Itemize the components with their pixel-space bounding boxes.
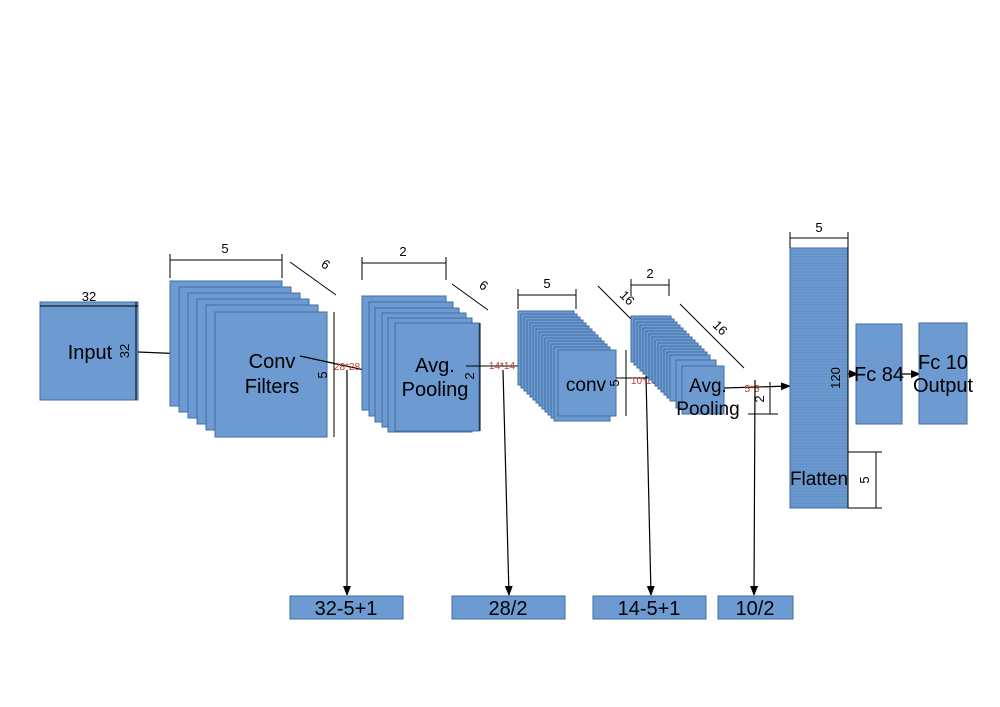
conv-depth-dimension xyxy=(289,261,337,296)
feature-size-2: 14*14 xyxy=(489,361,516,372)
flatten-width-label: 5 xyxy=(815,220,822,235)
formula-2-arrow xyxy=(502,369,513,596)
conv-label-line1: Conv xyxy=(249,351,296,373)
formula-box-3: 14-5+1 xyxy=(592,595,707,620)
formula-box-2: 28/2 xyxy=(451,595,566,620)
fc10-label-line2: Output xyxy=(913,375,973,397)
formula-1-text: 32-5+1 xyxy=(315,598,378,620)
pool1-label-line1: Avg. xyxy=(415,355,455,377)
conv-height-label: 5 xyxy=(315,371,330,378)
pool1-label-line2: Pooling xyxy=(402,379,469,401)
feature-size-3: 10*10 xyxy=(631,376,658,387)
fc10-label-line1: Fc 10 xyxy=(918,352,968,374)
conv2-stack xyxy=(517,310,617,422)
pool2-label-line2: Pooling xyxy=(676,399,739,420)
flatten-slice-lines xyxy=(790,250,848,507)
formula-box-4: 10/2 xyxy=(717,595,794,620)
formula-box-1: 32-5+1 xyxy=(289,595,404,620)
flatten-depth-label: 120 xyxy=(828,367,843,389)
conv2-depth-label: 16 xyxy=(617,287,638,308)
pool2-depth-dimension xyxy=(679,303,745,369)
pool2-height-label: 2 xyxy=(752,395,767,402)
input-block xyxy=(39,301,139,401)
pool1-depth-dimension xyxy=(451,283,489,311)
formula-3-text: 14-5+1 xyxy=(618,598,681,620)
feature-size-4: 5*5 xyxy=(744,384,759,395)
avg-pooling-1-stack xyxy=(361,295,480,433)
pool2-width-label: 2 xyxy=(646,266,653,281)
flatten-label: Flatten xyxy=(790,469,848,490)
fc10-output-block xyxy=(918,322,968,425)
conv2-label: conv xyxy=(566,375,607,396)
pool1-width-label: 2 xyxy=(399,244,406,259)
conv-width-label: 5 xyxy=(221,241,228,256)
conv-depth-label: 6 xyxy=(318,256,333,272)
input-label: Input xyxy=(68,342,113,364)
formula-2-text: 28/2 xyxy=(489,598,528,620)
input-width-label: 32 xyxy=(82,289,96,304)
pool2-label-line1: Avg. xyxy=(689,376,727,397)
fc84-block xyxy=(855,323,903,425)
flatten-stack xyxy=(789,247,849,509)
avg-pooling-2-stack xyxy=(630,315,725,415)
formula-3-arrow xyxy=(645,375,655,596)
flatten-height-label: 5 xyxy=(857,476,872,483)
pool2-to-flatten-arrow xyxy=(723,382,791,391)
conv-label-line2: Filters xyxy=(245,376,299,398)
fc84-label: Fc 84 xyxy=(854,364,904,386)
feature-size-1: 28*28 xyxy=(334,362,361,373)
pool1-depth-label: 6 xyxy=(476,277,491,293)
pool1-height-label: 2 xyxy=(462,372,477,379)
conv-filters-stack xyxy=(169,280,328,438)
conv2-width-label: 5 xyxy=(543,276,550,291)
pool2-depth-label: 16 xyxy=(710,317,731,338)
input-height-label: 32 xyxy=(117,344,132,358)
formula-4-text: 10/2 xyxy=(736,598,775,620)
formula-4-arrow xyxy=(750,379,759,596)
conv2-height-label: 5 xyxy=(607,379,622,386)
